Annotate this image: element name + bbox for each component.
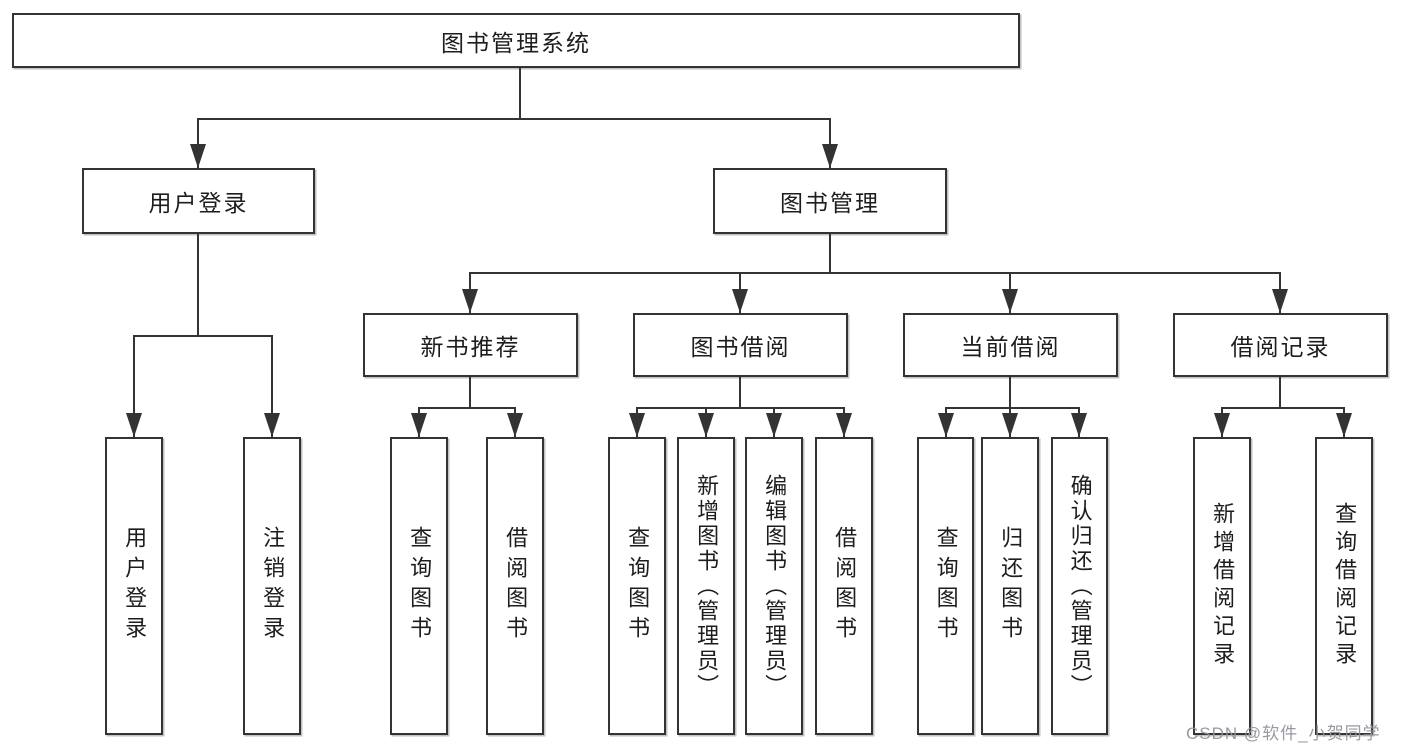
connector-root-stem <box>519 68 521 118</box>
arrow-down-icon <box>462 289 478 313</box>
leaf-add-borrow-record-label: 新增借阅记录 <box>1210 502 1236 670</box>
node-new-book-recommend: 新书推荐 <box>363 313 578 377</box>
connector-user-login-rail <box>133 335 273 337</box>
leaf-query-books-current: 查询图书 <box>917 437 974 735</box>
arrow-down-icon <box>698 413 714 437</box>
csdn-watermark: CSDN @软件_小贺同学 <box>1186 724 1381 743</box>
connector-drop-book-management <box>829 118 831 168</box>
leaf-borrow-books-recommend: 借阅图书 <box>486 437 544 735</box>
connector-current-borrow-stem <box>1009 377 1011 407</box>
leaf-borrow-books-label: 借阅图书 <box>832 526 858 646</box>
connector-book-borrow-rail <box>636 407 845 409</box>
leaf-confirm-return-admin: 确认归还（管理员） <box>1051 437 1108 735</box>
leaf-query-books-recommend: 查询图书 <box>390 437 448 735</box>
node-book-borrow-label: 图书借阅 <box>690 334 791 360</box>
leaf-query-books-borrow: 查询图书 <box>608 437 666 735</box>
leaf-logout: 注销登录 <box>243 437 301 735</box>
connector-current-borrow-rail <box>945 407 1080 409</box>
leaf-borrow-books-recommend-label: 借阅图书 <box>503 526 529 646</box>
connector-new-book-stem <box>469 377 471 407</box>
arrow-down-icon <box>1002 289 1018 313</box>
leaf-query-borrow-record-label: 查询借阅记录 <box>1332 502 1358 670</box>
node-book-management-label: 图书管理 <box>780 190 880 216</box>
arrow-down-icon <box>938 413 954 437</box>
arrow-down-icon <box>1071 413 1087 437</box>
node-borrow-records-label: 借阅记录 <box>1230 334 1331 360</box>
arrow-down-icon <box>411 413 427 437</box>
arrow-down-icon <box>1336 413 1352 437</box>
arrow-down-icon <box>732 289 748 313</box>
leaf-borrow-books: 借阅图书 <box>815 437 873 735</box>
connector-book-management-stem <box>829 234 831 272</box>
node-current-borrow-label: 当前借阅 <box>960 334 1061 360</box>
node-user-login-label: 用户登录 <box>148 190 249 216</box>
connector-book-management-rail <box>469 272 1281 274</box>
leaf-add-borrow-record: 新增借阅记录 <box>1193 437 1251 735</box>
connector-root-rail <box>198 118 831 120</box>
leaf-logout-label: 注销登录 <box>260 526 286 646</box>
leaf-edit-books-admin-label: 编辑图书（管理员） <box>762 473 788 699</box>
connector-book-borrow-stem <box>739 377 741 407</box>
leaf-user-login-label: 用户登录 <box>122 526 148 646</box>
node-new-book-recommend-label: 新书推荐 <box>420 334 521 360</box>
arrow-down-icon <box>1214 413 1230 437</box>
node-user-login: 用户登录 <box>82 168 315 234</box>
arrow-down-icon <box>836 413 852 437</box>
connector-new-book-rail <box>418 407 516 409</box>
leaf-return-books-label: 归还图书 <box>998 526 1024 646</box>
node-root-label: 图书管理系统 <box>441 29 591 56</box>
connector-drop-leaf-login <box>133 335 135 437</box>
arrow-down-icon <box>1272 289 1288 313</box>
leaf-return-books: 归还图书 <box>981 437 1039 735</box>
node-book-management: 图书管理 <box>713 168 947 234</box>
arrow-down-icon <box>507 413 523 437</box>
leaf-user-login: 用户登录 <box>105 437 163 735</box>
arrow-down-icon <box>629 413 645 437</box>
connector-user-login-stem <box>197 234 199 335</box>
leaf-query-books-borrow-label: 查询图书 <box>625 526 651 646</box>
arrow-down-icon <box>822 144 838 168</box>
connector-borrow-records-rail <box>1221 407 1345 409</box>
leaf-query-books-current-label: 查询图书 <box>933 526 959 646</box>
arrow-down-icon <box>264 413 280 437</box>
node-book-borrow: 图书借阅 <box>633 313 848 377</box>
leaf-add-books-admin: 新增图书（管理员） <box>677 437 735 735</box>
leaf-add-books-admin-label: 新增图书（管理员） <box>694 473 720 699</box>
node-current-borrow: 当前借阅 <box>903 313 1118 377</box>
arrow-down-icon <box>190 144 206 168</box>
connector-drop-leaf-logout <box>271 335 273 437</box>
leaf-confirm-return-admin-label: 确认归还（管理员） <box>1067 473 1093 699</box>
arrow-down-icon <box>766 413 782 437</box>
arrow-down-icon <box>1002 413 1018 437</box>
connector-borrow-records-stem <box>1279 377 1281 407</box>
node-root: 图书管理系统 <box>12 13 1020 68</box>
arrow-down-icon <box>126 413 142 437</box>
connector-drop-user-login <box>197 118 199 168</box>
leaf-query-borrow-record: 查询借阅记录 <box>1315 437 1373 735</box>
leaf-edit-books-admin: 编辑图书（管理员） <box>745 437 803 735</box>
node-borrow-records: 借阅记录 <box>1173 313 1388 377</box>
leaf-query-books-recommend-label: 查询图书 <box>407 526 433 646</box>
